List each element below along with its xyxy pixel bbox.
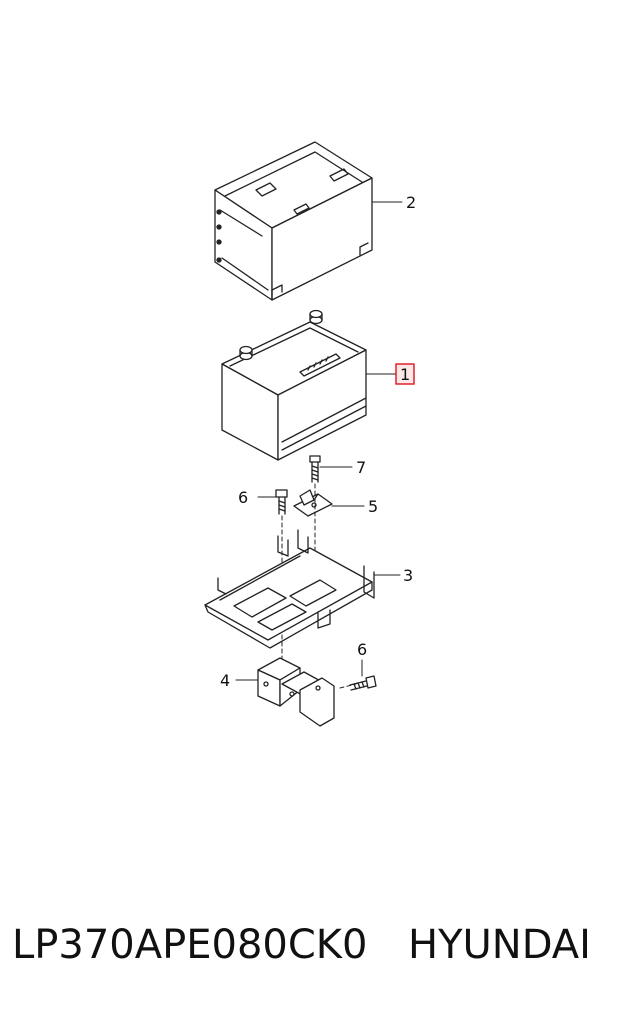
- callout-1[interactable]: 1: [400, 365, 410, 384]
- bolt-7: [309, 455, 321, 483]
- callout-4[interactable]: 4: [220, 671, 230, 690]
- callout-7[interactable]: 7: [356, 458, 366, 477]
- battery-cover: [214, 141, 373, 301]
- callout-6-upper[interactable]: 6: [238, 488, 248, 507]
- battery-tray: [204, 529, 375, 649]
- callout-3[interactable]: 3: [403, 566, 413, 585]
- leader-lines: [235, 201, 403, 681]
- part-code: LP370APE080CK0: [12, 922, 368, 968]
- battery-assembly-diagram: 2 1 7 6 5 3 6 4: [204, 141, 416, 727]
- callout-2[interactable]: 2: [406, 193, 416, 212]
- footer: LP370APE080CK0 HYUNDAI: [0, 905, 620, 985]
- lower-bracket: [257, 657, 335, 727]
- battery: [221, 309, 367, 461]
- callout-5[interactable]: 5: [368, 497, 378, 516]
- clamp-bracket: [293, 489, 333, 517]
- bolt-6-upper: [275, 489, 288, 515]
- bolt-6-lower: [349, 675, 377, 691]
- brand-name: HYUNDAI: [408, 922, 591, 968]
- callout-6-lower[interactable]: 6: [357, 640, 367, 659]
- callout-1-highlight: [395, 363, 415, 385]
